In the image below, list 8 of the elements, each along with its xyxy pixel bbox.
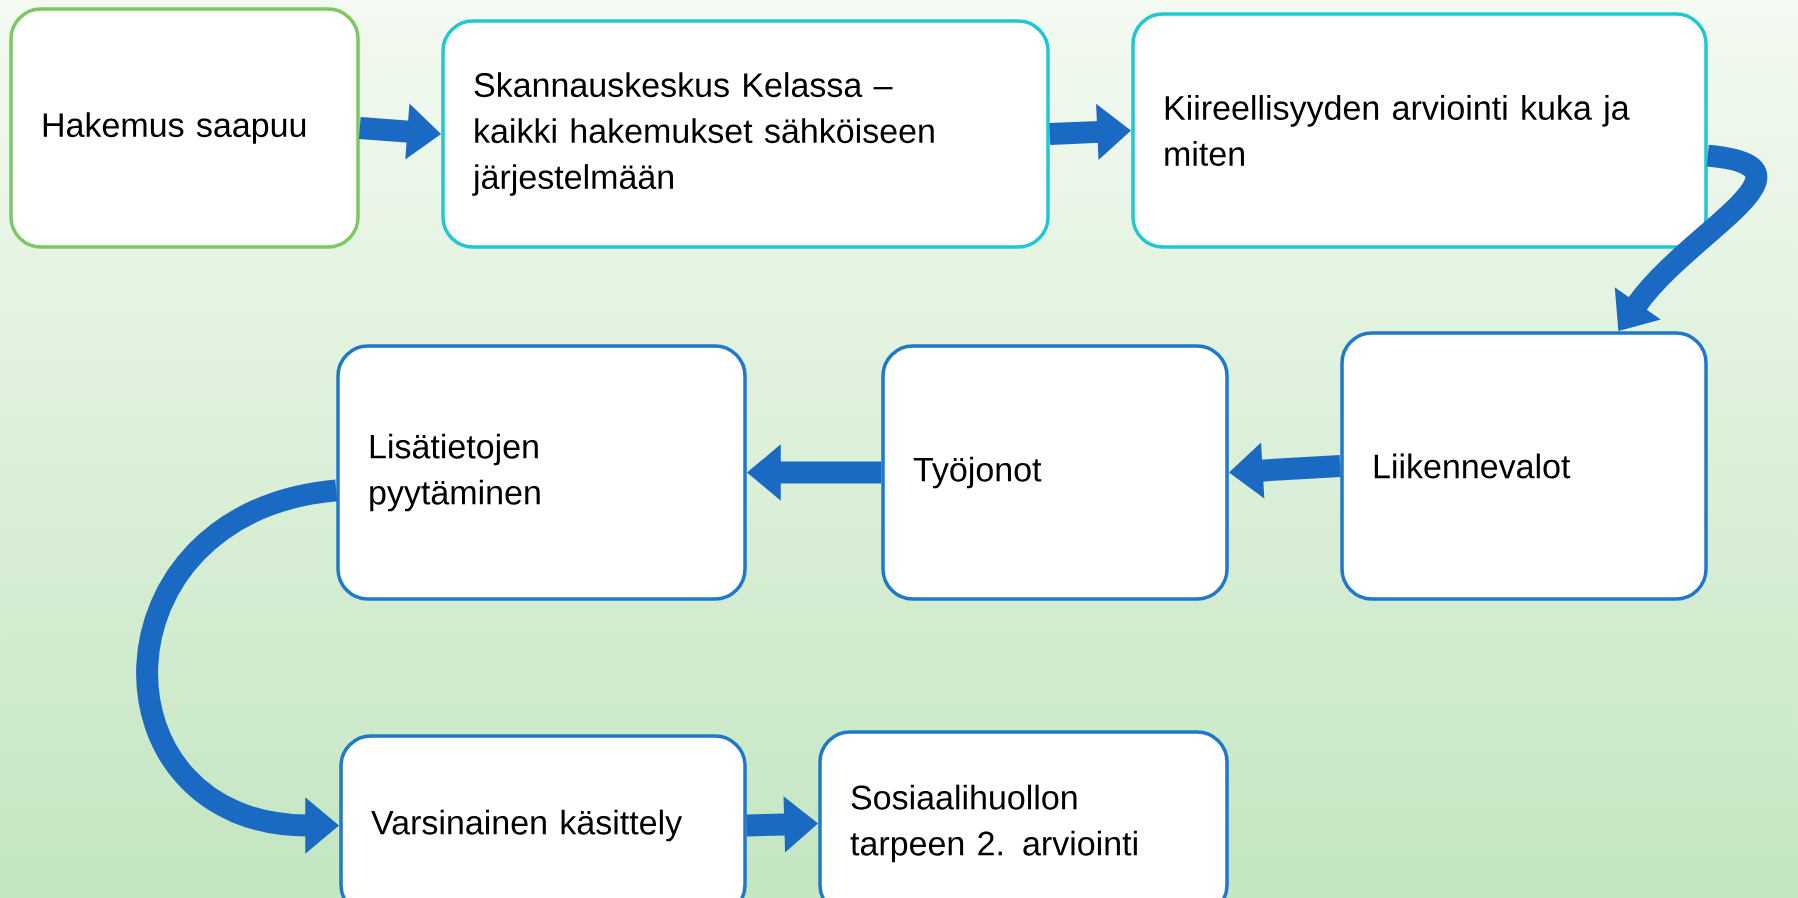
process-box: Sosiaalihuollon tarpeen 2. arviointi bbox=[818, 730, 1229, 898]
process-box: Lisätietojen pyytäminen bbox=[336, 344, 747, 601]
process-box: Työjonot bbox=[881, 344, 1229, 601]
process-box: Kiireellisyyden arviointi kuka ja miten bbox=[1131, 12, 1708, 249]
process-box: Skannauskeskus Kelassa – kaikki hakemukset sähköiseen järjestelmään bbox=[441, 19, 1050, 249]
process-box: Hakemus saapuu bbox=[9, 7, 360, 249]
process-box: Varsinainen käsittely bbox=[339, 734, 747, 898]
process-box: Liikennevalot bbox=[1340, 331, 1708, 601]
